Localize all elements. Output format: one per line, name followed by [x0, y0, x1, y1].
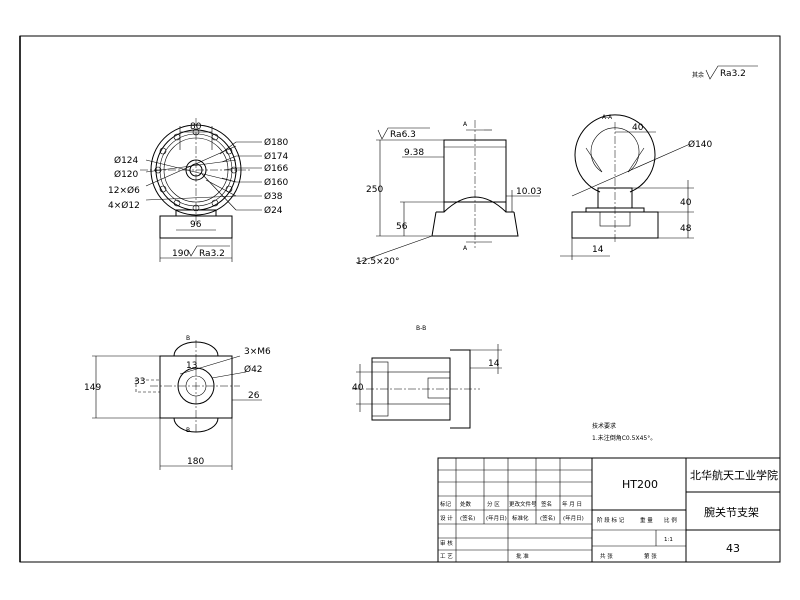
dim-top-width: 40: [632, 123, 644, 133]
tb-row1-1: 处数: [460, 500, 472, 508]
section-b-b-title: B-B: [416, 325, 426, 332]
section-marker-b-top: B: [186, 335, 190, 342]
dim-width: 180: [187, 457, 204, 467]
dim-offset: 26: [248, 391, 260, 401]
roughness-symbol-icon: [187, 245, 230, 257]
tb-row2-0: 设 计: [440, 514, 453, 522]
dim-height: 250: [366, 185, 383, 195]
dim-right-5: Ø24: [264, 205, 283, 216]
tech-notes-title: 技术要求: [592, 422, 616, 430]
dim-pcd: 33: [134, 377, 145, 387]
dim-base-width: 190: [172, 249, 189, 259]
side-view: A A Ra6.3 9.38 250 56 12.5×20° 10.03: [355, 120, 542, 267]
roughness-symbol-icon: [705, 65, 758, 80]
tb-drawing-no: 43: [726, 542, 740, 555]
tb-row1-2: 分 区: [487, 500, 500, 508]
dim-left-3: 4×Ø12: [108, 200, 140, 211]
dim-right-1: Ø174: [264, 151, 289, 162]
dim-top-offset: 9.38: [404, 148, 424, 158]
tb-row2-3: 标准化: [512, 514, 529, 522]
front-view: 80 96 190 Ra3.2 Ø124 Ø120 12×Ø6 4×Ø12 Ø1…: [108, 118, 289, 262]
dim-right-0: Ø180: [264, 137, 289, 148]
tb-sheet-0: 共 张: [600, 552, 613, 560]
tb-row1-0: 标记: [440, 500, 452, 508]
tb-row1-4: 签名: [541, 500, 552, 508]
tb-sheet-1: 第 张: [644, 552, 657, 560]
technical-requirements: 技术要求 1.未注倒角C0.5X45°。: [592, 422, 656, 442]
dim-sphere-dia: Ø140: [688, 139, 713, 150]
tb-school: 北华航天工业学院: [690, 468, 778, 482]
global-roughness-value: Ra3.2: [720, 69, 746, 79]
dim-right-4: Ø38: [264, 191, 283, 202]
global-roughness-note: 其余 Ra3.2: [692, 65, 758, 80]
tb-row4-1: 批 准: [516, 552, 529, 560]
section-a-a-title: A-A: [602, 114, 613, 121]
section-marker-a-bottom: A: [463, 245, 468, 252]
dim-roughness: Ra6.3: [390, 130, 416, 140]
dim-inner: 13: [186, 361, 197, 371]
dim-bottom-height: 56: [396, 222, 408, 232]
dim-left-1: Ø120: [114, 169, 139, 180]
dim-bottom-width: 14: [592, 245, 604, 255]
dim-top-width: 80: [190, 122, 202, 132]
tb-row1-5: 年 月 日: [562, 500, 582, 508]
tb-row2-2: (年月日): [486, 514, 507, 522]
tb-stage-2: 比 例: [664, 516, 677, 524]
dim-height-2: 48: [680, 224, 692, 234]
tb-row4-0: 工 艺: [440, 553, 453, 560]
tb-row2-4: (签名): [540, 514, 555, 522]
section-a-a: A-A 40 Ø140 40 48 14: [560, 114, 713, 260]
tb-row3-0: 审 核: [440, 539, 453, 547]
tb-stage-0: 阶 段 标 记: [597, 516, 625, 524]
dim-hole-dia: Ø42: [244, 364, 263, 375]
section-marker-b-bottom: B: [186, 427, 190, 434]
tb-row2-1: (签名): [460, 514, 475, 522]
dim-height: 40: [352, 383, 364, 393]
dim-right-3: Ø160: [264, 177, 289, 188]
dim-base-roughness: Ra3.2: [199, 249, 225, 259]
tb-stage-1: 重 量: [640, 516, 653, 524]
dim-right-offset: 10.03: [516, 187, 542, 197]
tb-scale: 1:1: [664, 537, 673, 543]
dim-height: 149: [84, 383, 101, 393]
roughness-symbol-icon: [377, 127, 430, 140]
tech-notes-line-1: 1.未注倒角C0.5X45°。: [592, 434, 656, 442]
title-block: 标记 处数 分 区 更改文件号 签名 年 月 日 设 计 (签名) (年月日) …: [437, 457, 781, 563]
section-b-b: B-B 40 14: [352, 325, 502, 429]
global-roughness-prefix: 其余: [692, 71, 704, 79]
drawing-frame: [19, 35, 781, 563]
dim-right-width: 14: [488, 359, 500, 369]
tb-row2-5: (年月日): [563, 514, 584, 522]
dim-height-1: 40: [680, 198, 692, 208]
dim-left-0: Ø124: [114, 155, 139, 166]
tb-part-name: 腕关节支架: [704, 505, 759, 519]
top-view: B B 3×M6 13 Ø42 33 149 26 180: [84, 335, 271, 470]
section-marker-a-top: A: [463, 121, 468, 128]
dim-bottom-width: 96: [190, 220, 202, 230]
tb-row1-3: 更改文件号: [509, 500, 537, 508]
tb-material: HT200: [622, 478, 658, 491]
dim-chamfer: 12.5×20°: [356, 257, 400, 267]
dim-right-2: Ø166: [264, 163, 289, 174]
dim-left-2: 12×Ø6: [108, 185, 140, 196]
dim-thread: 3×M6: [244, 347, 271, 357]
